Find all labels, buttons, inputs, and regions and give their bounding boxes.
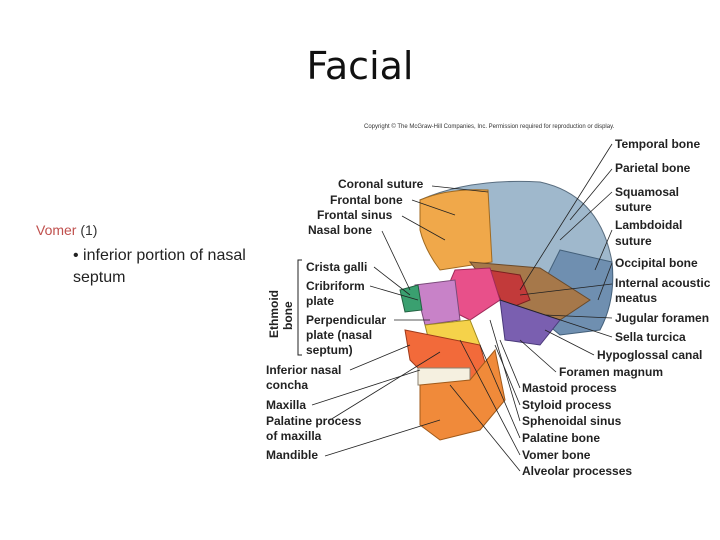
label-sphenoidal-sinus: Sphenoidal sinus	[522, 414, 622, 428]
ethmoid-label-1: Ethmoid	[267, 290, 281, 338]
sub-bullet: • inferior portion of nasal septum	[73, 247, 246, 286]
label-nasal-bone: Nasal bone	[308, 223, 373, 237]
mandible-region	[419, 348, 506, 441]
label-alveolar-processes: Alveolar processes	[522, 464, 633, 478]
ethmoid-region	[414, 279, 461, 326]
label-foramen-magnum: Foramen magnum	[559, 365, 664, 379]
nasal-region	[399, 284, 423, 313]
bullet-count: (1)	[80, 222, 98, 238]
label-styloid-process: Styloid process	[522, 398, 612, 412]
label-perpendicular-1: Perpendicular	[306, 313, 387, 327]
label-occipital-bone: Occipital bone	[615, 256, 698, 270]
label-lambdoidal-2: suture	[615, 234, 652, 248]
label-internal-acoustic-2: meatus	[615, 291, 658, 305]
label-mandible: Mandible	[266, 448, 319, 462]
label-frontal-sinus: Frontal sinus	[317, 208, 393, 222]
label-palatine-process-2: of maxilla	[266, 429, 322, 443]
copyright-text: Copyright © The McGraw-Hill Companies, I…	[364, 124, 615, 130]
label-crista-galli: Crista galli	[306, 260, 368, 274]
label-jugular-foramen: Jugular foramen	[615, 311, 710, 325]
leader-lines-left	[311, 185, 489, 457]
label-temporal-bone: Temporal bone	[615, 137, 701, 151]
bullet-term: Vomer	[36, 222, 77, 238]
label-inferior-nasal-2: concha	[266, 378, 309, 392]
skull-sagittal-illustration	[297, 143, 614, 472]
label-palatine-bone: Palatine bone	[522, 431, 601, 445]
label-perpendicular-2: plate (nasal	[306, 328, 373, 342]
label-maxilla: Maxilla	[266, 398, 307, 412]
bullet-vomer: Vomer (1)	[36, 222, 97, 238]
slide-title: Facial	[306, 44, 414, 88]
label-cribriform-2: plate	[306, 294, 335, 308]
label-vomer-bone: Vomer bone	[522, 448, 591, 462]
ethmoid-group-label: Ethmoid bone	[262, 282, 304, 342]
ethmoid-bracket	[297, 259, 302, 356]
label-palatine-process-1: Palatine process	[266, 414, 362, 428]
label-internal-acoustic-1: Internal acoustic	[615, 276, 711, 290]
label-frontal-bone: Frontal bone	[330, 193, 403, 207]
label-squamosal-2: suture	[615, 200, 652, 214]
frontal-region	[419, 189, 493, 271]
label-coronal-suture: Coronal suture	[338, 177, 424, 191]
leader-lines-right	[449, 143, 613, 472]
label-sella-turcica: Sella turcica	[615, 330, 686, 344]
label-perpendicular-3: septum)	[306, 343, 353, 357]
label-parietal-bone: Parietal bone	[615, 161, 691, 175]
label-hypoglossal-canal: Hypoglossal canal	[597, 348, 703, 362]
label-squamosal-1: Squamosal	[615, 185, 680, 199]
label-inferior-nasal-1: Inferior nasal	[266, 363, 342, 377]
label-mastoid-process: Mastoid process	[522, 381, 617, 395]
label-lambdoidal-1: Lambdoidal	[615, 218, 683, 232]
ethmoid-label-2: bone	[281, 301, 295, 330]
label-cribriform-1: Cribriform	[306, 279, 365, 293]
